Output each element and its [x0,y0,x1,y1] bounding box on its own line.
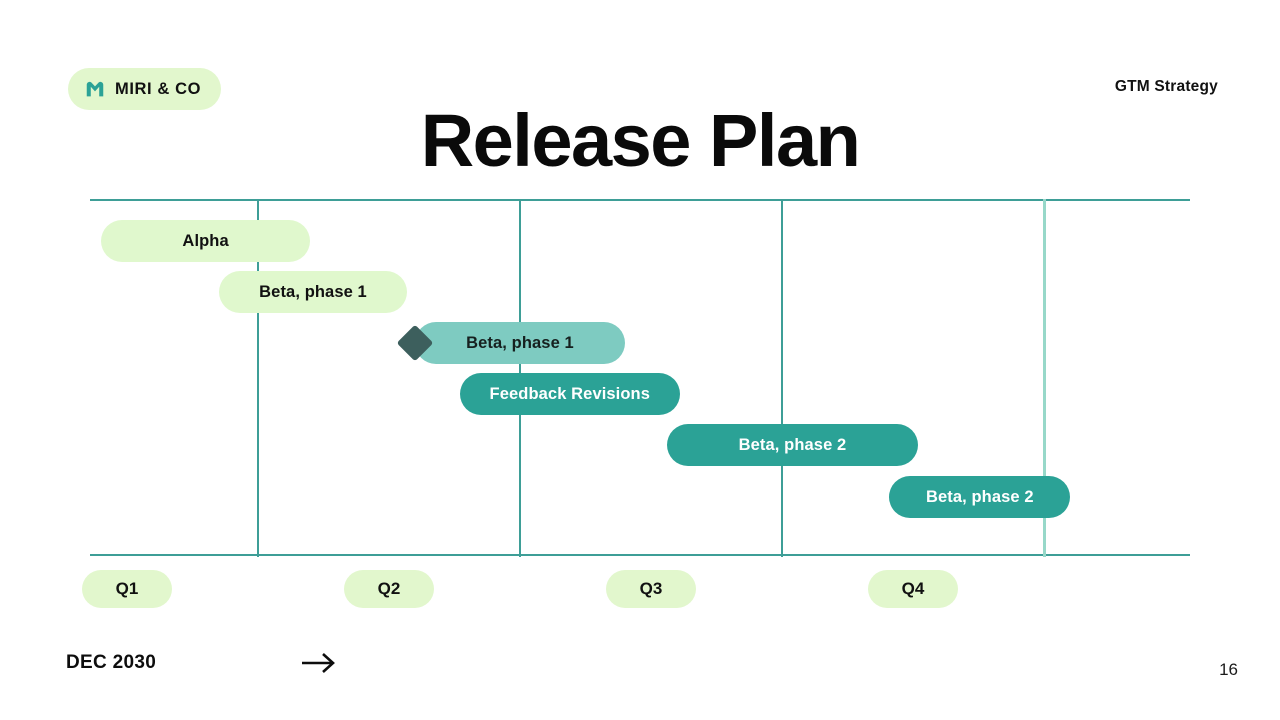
m-monogram-icon [86,81,104,97]
task-bar-label: Feedback Revisions [489,384,650,403]
axis-top-line [90,199,1190,201]
gridline-q1 [257,199,259,557]
task-bar[interactable]: Beta, phase 1 [218,271,408,313]
quarter-label-q1: Q1 [82,570,172,608]
footer-date: DEC 2030 [66,652,157,673]
quarter-label-q2: Q2 [344,570,434,608]
task-bar[interactable]: Alpha [100,220,311,262]
task-bar[interactable]: Beta, phase 2 [889,476,1071,518]
brand-logo[interactable]: MIRI & CO [68,68,222,110]
task-bar[interactable]: Beta, phase 1 [415,322,625,364]
quarter-label-text: Q1 [115,579,139,598]
brand-name: MIRI & CO [115,79,202,98]
task-bar-label: Beta, phase 1 [466,333,574,352]
task-bar-label: Beta, phase 2 [925,487,1034,506]
quarter-label-q3: Q3 [606,570,696,608]
quarter-label-q4: Q4 [868,570,958,608]
arrow-right-icon[interactable] [300,648,338,678]
page-number: 16 [1219,660,1238,679]
gridline-q3 [781,199,783,557]
header-kicker: GTM Strategy [1114,78,1218,95]
quarter-label-text: Q4 [901,579,925,598]
task-bar-label: Beta, phase 2 [738,435,847,454]
task-bar-label: Beta, phase 1 [259,282,367,301]
task-bar[interactable]: Feedback Revisions [459,373,680,415]
axis-bottom-line [90,554,1190,556]
gridline-q4 [1042,199,1046,557]
quarter-label-text: Q3 [639,579,663,598]
task-bar[interactable]: Beta, phase 2 [666,424,919,466]
quarter-label-text: Q2 [377,579,401,598]
page-title: Release Plan [420,99,861,182]
task-bar-label: Alpha [182,231,229,250]
